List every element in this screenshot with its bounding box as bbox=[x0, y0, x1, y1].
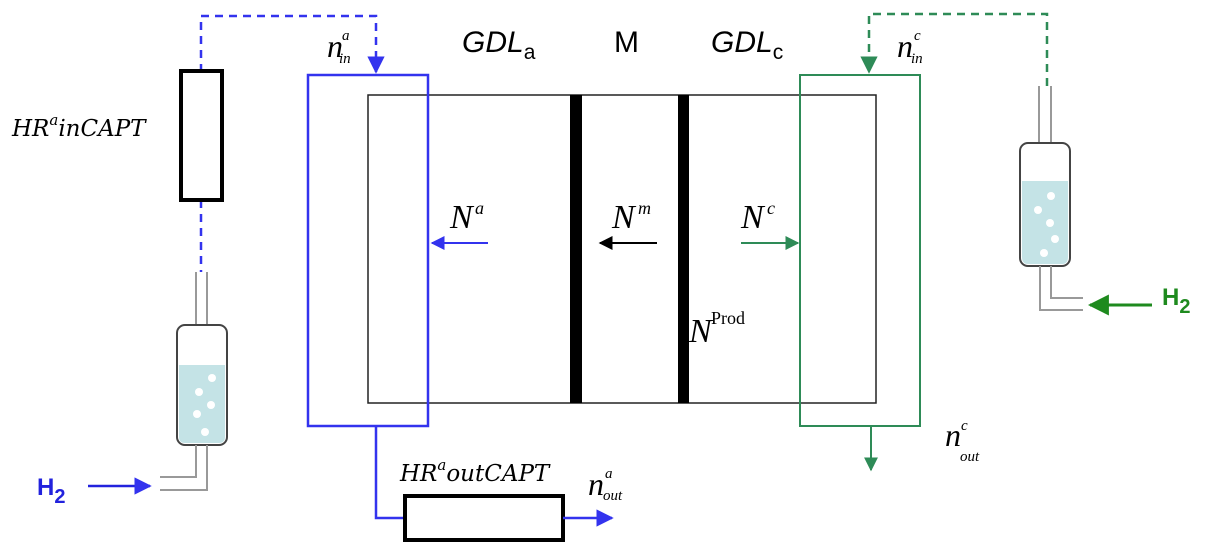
gdl-c-label: GDLc bbox=[711, 26, 783, 64]
anode-humidifier bbox=[160, 272, 228, 491]
svg-text:n: n bbox=[327, 28, 343, 64]
svg-text:m: m bbox=[638, 198, 651, 218]
svg-text:a: a bbox=[475, 198, 484, 218]
anode-n-in-label: n a in bbox=[327, 28, 351, 67]
prod-flux-label: N Prod bbox=[688, 308, 745, 350]
svg-text:N: N bbox=[449, 199, 475, 236]
cathode-n-out-label: n c out bbox=[945, 417, 980, 465]
cell-outline bbox=[367, 94, 877, 404]
cathode-inlet-dashed-line bbox=[860, 12, 1049, 86]
svg-text:out: out bbox=[960, 449, 980, 465]
svg-text:in: in bbox=[911, 51, 923, 67]
svg-text:a: a bbox=[605, 466, 613, 482]
svg-text:n: n bbox=[588, 466, 604, 502]
cathode-n-in-label: n c in bbox=[897, 28, 923, 67]
cathode-channel bbox=[799, 74, 921, 427]
svg-text:Prod: Prod bbox=[711, 308, 745, 328]
cathode-flux-label: N c bbox=[740, 198, 775, 236]
anode-channel bbox=[306, 73, 430, 428]
anode-n-out-label: n a out bbox=[588, 466, 623, 504]
anode-inlet-dashed-line bbox=[199, 14, 385, 74]
hr-out-capt-box bbox=[403, 494, 565, 542]
svg-text:c: c bbox=[961, 418, 968, 434]
gdl-a-label: GDLa bbox=[462, 26, 536, 64]
svg-text:n: n bbox=[897, 28, 913, 64]
cathode-humidifier bbox=[1019, 86, 1083, 311]
membrane-label: M bbox=[614, 26, 639, 59]
svg-text:N: N bbox=[740, 199, 766, 236]
anode-flux-label: N a bbox=[449, 198, 484, 236]
membrane-right-wall bbox=[678, 95, 689, 403]
svg-text:n: n bbox=[945, 417, 961, 453]
membrane-left-wall bbox=[570, 95, 582, 403]
svg-text:in: in bbox=[339, 51, 351, 67]
svg-text:out: out bbox=[603, 488, 623, 504]
svg-text:c: c bbox=[767, 198, 775, 218]
svg-text:a: a bbox=[342, 28, 350, 44]
cathode-h2-label: H2 bbox=[1162, 284, 1190, 318]
svg-text:c: c bbox=[914, 28, 921, 44]
membrane-flux-label: N m bbox=[611, 198, 651, 236]
svg-text:N: N bbox=[688, 313, 714, 350]
anode-outlet-line bbox=[374, 426, 405, 520]
hr-in-capt-label: HRainCAPT bbox=[11, 111, 147, 142]
anode-h2-label: H2 bbox=[37, 474, 65, 508]
hr-out-capt-label: HRaoutCAPT bbox=[399, 456, 551, 487]
hr-in-capt-box bbox=[179, 69, 224, 202]
svg-text:N: N bbox=[611, 199, 637, 236]
